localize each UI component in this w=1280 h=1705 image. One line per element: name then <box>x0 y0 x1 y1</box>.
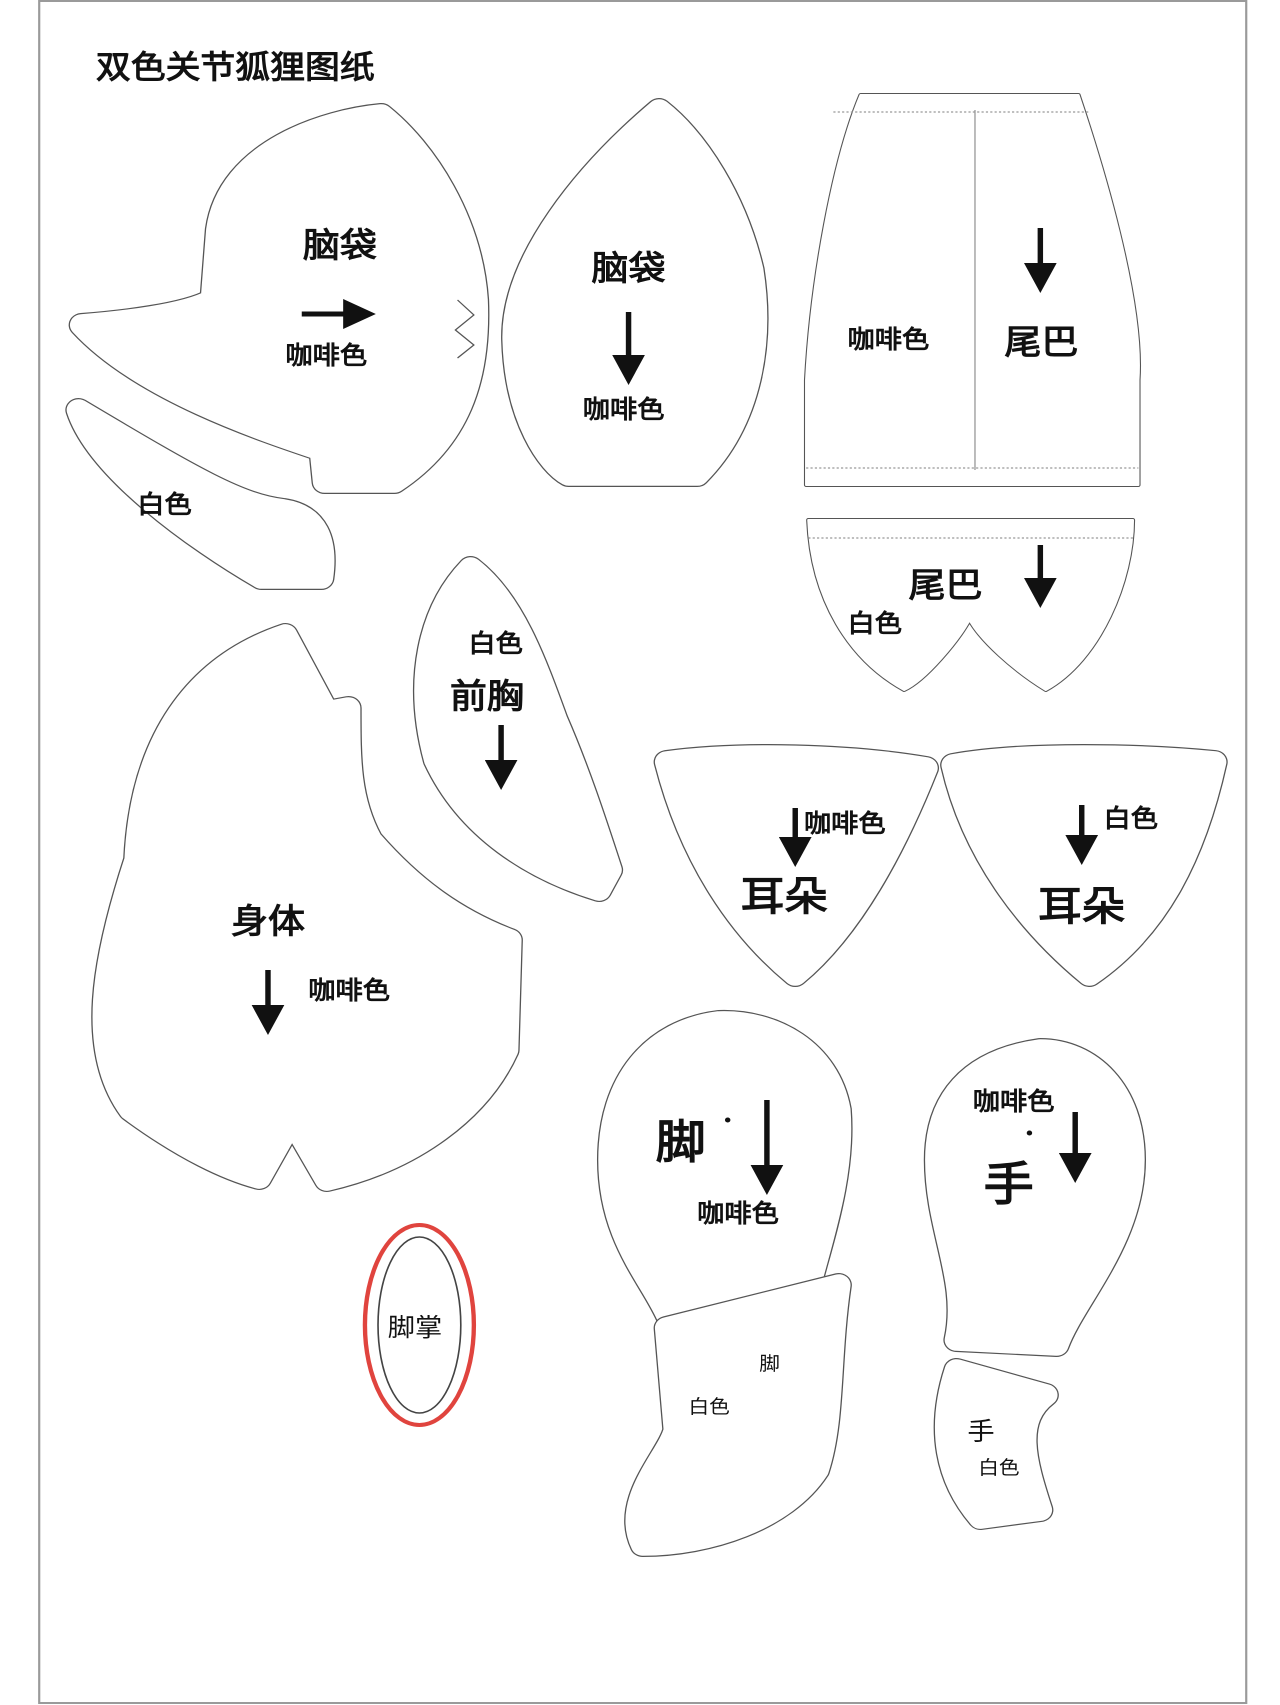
foot-upper-color: 咖啡色 <box>697 1199 779 1229</box>
dot-mark <box>724 1117 731 1123</box>
head-side-color: 咖啡色 <box>285 341 367 371</box>
foot-upper-name: 脚 <box>656 1116 706 1170</box>
piece-ear-white <box>953 756 1214 975</box>
piece-hand-lower <box>947 1370 1046 1518</box>
chest-color: 白色 <box>468 629 522 659</box>
ear-white-name: 耳朵 <box>1038 883 1125 930</box>
tail-top-name: 尾巴 <box>1004 323 1078 362</box>
page-border <box>38 0 1248 1704</box>
ear-white-color: 白色 <box>1104 804 1158 834</box>
piece-sole <box>362 1223 477 1427</box>
piece-tail-top <box>806 95 1139 485</box>
dot-mark <box>1026 1130 1033 1136</box>
piece-head-side <box>82 115 477 482</box>
chest-name: 前胸 <box>450 677 524 716</box>
body-name: 身体 <box>231 902 306 941</box>
tail-top-color: 咖啡色 <box>848 325 930 355</box>
hand-upper-name: 手 <box>984 1158 1034 1212</box>
head-gusset-name: 脑袋 <box>592 249 667 288</box>
hand-lower-name: 手 <box>967 1418 994 1447</box>
piece-chest <box>426 568 610 890</box>
ear-brown-color: 咖啡色 <box>804 809 886 839</box>
hand-lower-color: 白色 <box>978 1457 1020 1479</box>
piece-foot-upper <box>610 1022 839 1320</box>
head-gusset-color: 咖啡色 <box>583 395 665 425</box>
head-side-name: 脑袋 <box>303 226 378 265</box>
body-color: 咖啡色 <box>308 976 390 1006</box>
tail-bottom-name: 尾巴 <box>909 566 983 605</box>
piece-foot-lower <box>637 1285 839 1545</box>
piece-tail-bottom <box>808 520 1133 690</box>
foot-lower-color: 白色 <box>688 1396 730 1418</box>
page-title: 双色关节狐狸图纸 <box>96 48 375 85</box>
sole-name: 脚掌 <box>388 1314 442 1343</box>
foot-lower-name: 脚 <box>759 1353 780 1375</box>
tail-bottom-color: 白色 <box>848 609 902 639</box>
ear-brown-name: 耳朵 <box>741 873 828 920</box>
cheek-color: 白色 <box>137 490 191 520</box>
piece-ear-brown <box>667 756 926 975</box>
hand-upper-color: 咖啡色 <box>973 1087 1055 1117</box>
